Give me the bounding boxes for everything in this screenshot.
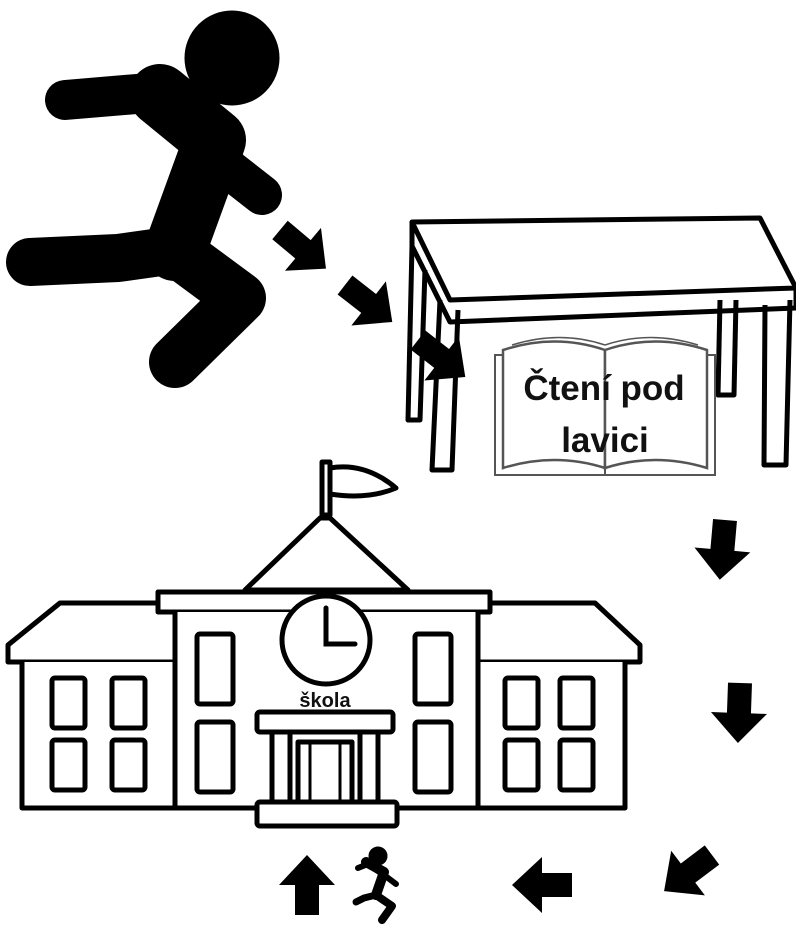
flag-icon <box>322 462 396 515</box>
small-running-person-icon <box>356 847 396 920</box>
arrow-icon <box>262 209 483 399</box>
running-person-icon <box>30 11 279 362</box>
book-label-line2: lavici <box>561 421 649 460</box>
school-label: škola <box>299 690 351 712</box>
clock-icon <box>282 596 370 684</box>
book-label-line1: Čtení pod <box>523 368 684 408</box>
